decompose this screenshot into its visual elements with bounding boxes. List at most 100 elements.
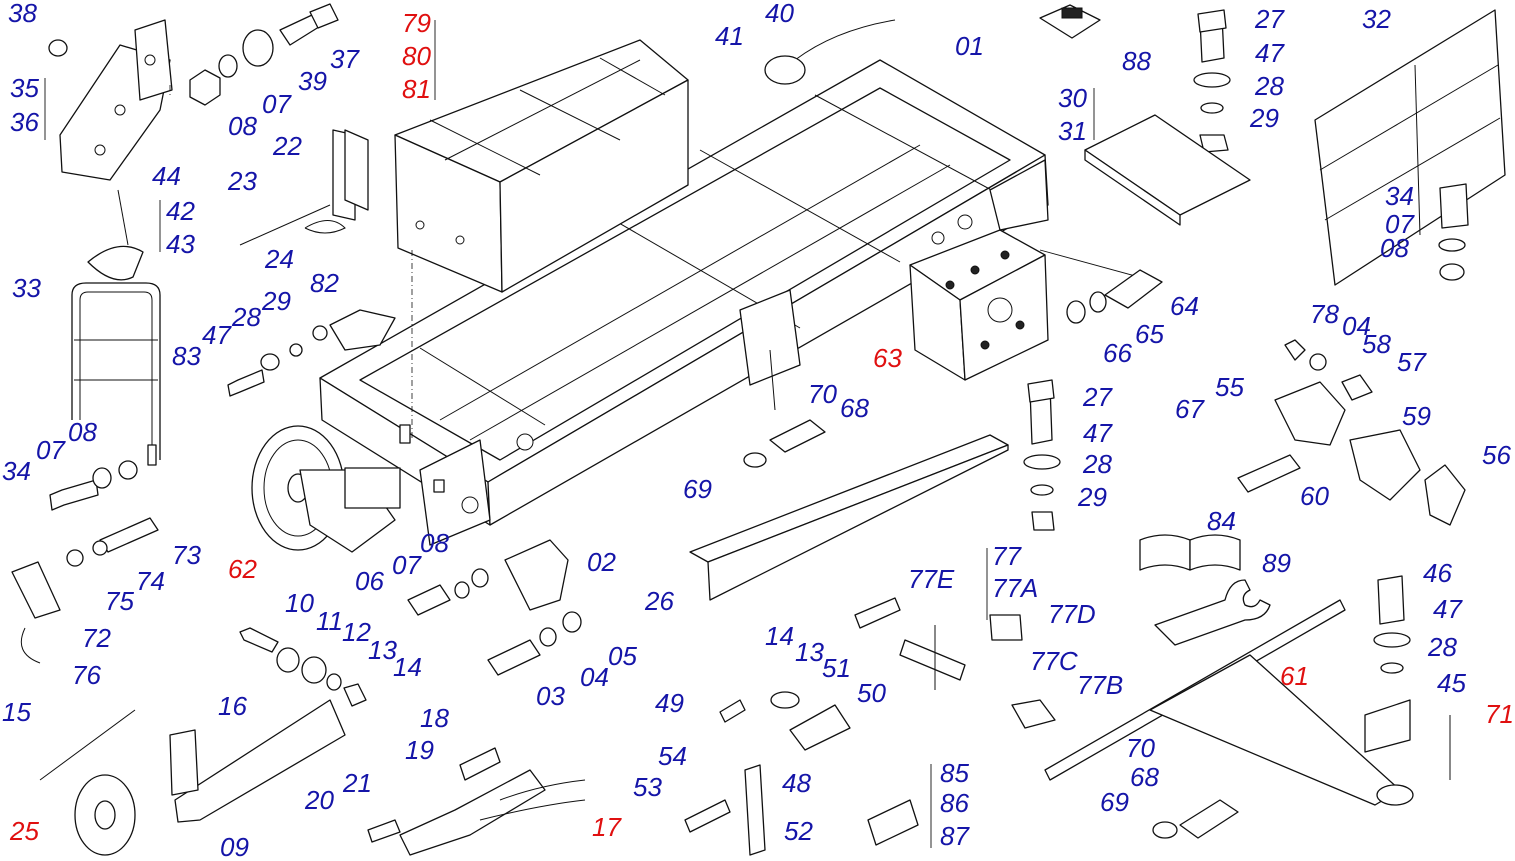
bolt-stack-top — [1193, 9, 1231, 153]
callout-63: 63 — [873, 343, 902, 373]
callout-49: 49 — [655, 688, 684, 718]
callout-82: 82 — [310, 268, 339, 298]
callout-02: 02 — [587, 547, 616, 577]
callout-08a: 08 — [228, 111, 257, 141]
callout-07d: 07 — [392, 550, 422, 580]
callout-09: 09 — [220, 832, 249, 861]
callout-30: 30 — [1058, 83, 1087, 113]
callout-78: 78 — [1310, 299, 1339, 329]
callout-50: 50 — [857, 678, 886, 708]
callout-77C: 77C — [1030, 646, 1078, 676]
callout-88: 88 — [1122, 46, 1151, 76]
callout-07a: 07 — [262, 89, 292, 119]
callout-33: 33 — [12, 273, 41, 303]
callout-84: 84 — [1207, 506, 1236, 536]
callout-47b: 47 — [202, 320, 232, 350]
callout-74: 74 — [136, 566, 165, 596]
callout-27b: 27 — [1082, 382, 1113, 412]
callout-42: 42 — [166, 196, 195, 226]
callout-04b: 04 — [580, 662, 609, 692]
side-ladder — [71, 282, 161, 466]
axle-bolt — [1066, 269, 1163, 324]
callout-25: 25 — [9, 816, 39, 846]
callout-56: 56 — [1482, 440, 1511, 470]
callout-18: 18 — [420, 703, 449, 733]
decal-plate — [867, 799, 919, 846]
axle-parts — [407, 539, 582, 676]
callout-77: 77 — [992, 541, 1022, 571]
callout-80: 80 — [402, 41, 431, 71]
callout-31: 31 — [1058, 116, 1087, 146]
callout-76: 76 — [72, 660, 101, 690]
callout-15: 15 — [2, 697, 31, 727]
callout-08c: 08 — [1380, 233, 1409, 263]
callout-11: 11 — [316, 606, 343, 636]
wrench-tool — [1154, 579, 1271, 646]
callout-53: 53 — [633, 772, 662, 802]
callout-07b: 07 — [36, 435, 66, 465]
callout-14b: 14 — [765, 621, 794, 651]
callout-77E: 77E — [908, 564, 955, 594]
callout-01: 01 — [955, 31, 984, 61]
callout-69b: 69 — [1100, 787, 1129, 817]
callout-60: 60 — [1300, 481, 1329, 511]
callout-44: 44 — [152, 161, 181, 191]
callout-21: 21 — [342, 768, 372, 798]
callout-66: 66 — [1103, 338, 1132, 368]
callout-47a: 47 — [1255, 38, 1285, 68]
callout-28a: 28 — [1254, 71, 1284, 101]
callout-55: 55 — [1215, 372, 1244, 402]
callout-19: 19 — [405, 735, 434, 765]
pin-set-center — [743, 349, 826, 468]
coupler-pins — [11, 517, 159, 664]
bolt-stack-center — [1023, 379, 1061, 531]
cable-clamp — [764, 19, 896, 85]
callout-13a: 13 — [368, 635, 397, 665]
callout-24: 24 — [264, 244, 294, 274]
callout-65: 65 — [1135, 319, 1164, 349]
callout-46: 46 — [1423, 558, 1452, 588]
fastener-set-top — [48, 3, 339, 106]
callout-47d: 47 — [1433, 594, 1463, 624]
callout-04a: 04 — [1342, 311, 1371, 341]
callout-68a: 68 — [840, 393, 869, 423]
leader-lines — [44, 20, 1095, 848]
coupling-assembly — [1237, 339, 1466, 526]
callout-77B: 77B — [1077, 670, 1123, 700]
mounting-bracket — [59, 19, 173, 181]
callout-40: 40 — [765, 0, 794, 28]
callout-03: 03 — [536, 681, 565, 711]
callout-81: 81 — [402, 74, 431, 104]
callout-71: 71 — [1485, 699, 1514, 729]
callout-06: 06 — [355, 566, 384, 596]
callout-68b: 68 — [1130, 762, 1159, 792]
callout-29a: 29 — [1249, 103, 1279, 133]
callout-86: 86 — [940, 788, 969, 818]
callout-83: 83 — [172, 341, 201, 371]
manual-book-icon — [1139, 534, 1241, 571]
clip-set — [239, 129, 369, 246]
callout-36: 36 — [10, 107, 39, 137]
hydraulic-pin-set — [367, 747, 586, 856]
latch — [87, 189, 144, 281]
callout-12: 12 — [342, 617, 371, 647]
part-drawings — [11, 3, 1506, 856]
callout-54: 54 — [658, 741, 687, 771]
callout-22: 22 — [272, 131, 302, 161]
callout-72: 72 — [82, 623, 111, 653]
fastener-set-left — [49, 460, 138, 511]
callout-47c: 47 — [1083, 418, 1113, 448]
callout-73: 73 — [172, 540, 201, 570]
callout-38: 38 — [8, 0, 37, 28]
callout-10: 10 — [285, 588, 314, 618]
callout-87: 87 — [940, 821, 970, 851]
callout-48: 48 — [782, 768, 811, 798]
callout-70a: 70 — [808, 379, 837, 409]
callout-52: 52 — [784, 816, 813, 846]
hitch-bracket-set — [227, 309, 396, 397]
callout-34a: 34 — [2, 456, 31, 486]
callout-57: 57 — [1397, 347, 1427, 377]
main-frame — [319, 59, 1049, 546]
callout-35: 35 — [10, 73, 39, 103]
